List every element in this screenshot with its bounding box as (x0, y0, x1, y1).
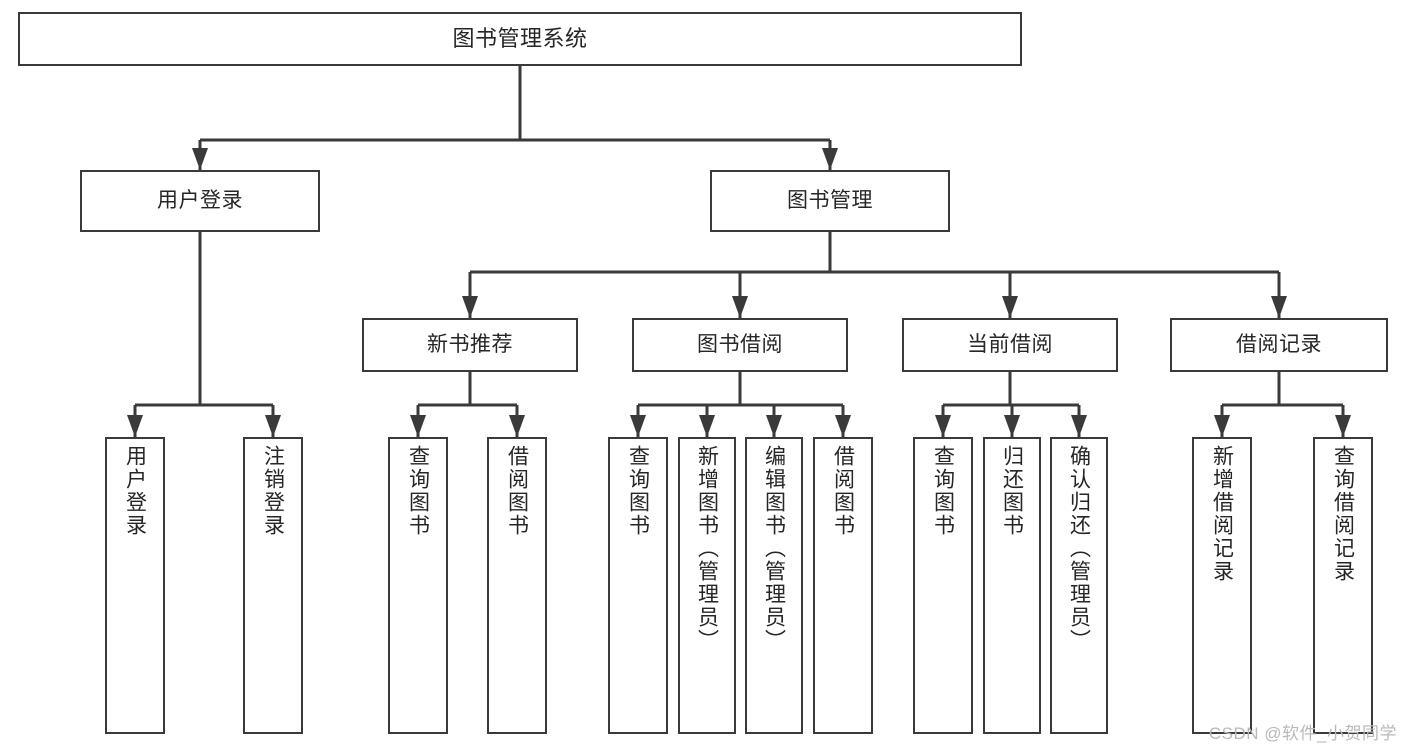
node-c-return[interactable]: 归还图书 (983, 437, 1041, 734)
node-label: 查询图书 (626, 445, 650, 537)
node-l-login[interactable]: 用户登录 (105, 437, 165, 734)
node-label: 用户登录 (123, 445, 147, 537)
node-newbook[interactable]: 新书推荐 (362, 318, 578, 372)
watermark-text: CSDN @软件_小贺同学 (1208, 724, 1397, 743)
node-b-edit[interactable]: 编辑图书（管理员） (745, 437, 803, 734)
node-label: 借阅图书 (505, 445, 529, 537)
node-l-logout[interactable]: 注销登录 (243, 437, 303, 734)
node-label: 查询图书 (931, 445, 955, 537)
node-label: 图书借阅 (697, 332, 783, 356)
node-current[interactable]: 当前借阅 (902, 318, 1118, 372)
node-r-add[interactable]: 新增借阅记录 (1192, 437, 1252, 734)
node-b-query[interactable]: 查询图书 (608, 437, 668, 734)
node-label: 新书推荐 (427, 332, 513, 356)
node-root[interactable]: 图书管理系统 (18, 12, 1022, 66)
node-label: 当前借阅 (967, 332, 1053, 356)
node-label: 注销登录 (261, 445, 285, 537)
node-bookmgmt[interactable]: 图书管理 (710, 170, 950, 232)
node-label: 新增借阅记录 (1210, 445, 1234, 583)
node-label: 确认归还（管理员） (1067, 445, 1091, 652)
node-label: 查询图书 (406, 445, 430, 537)
node-label: 借阅记录 (1236, 332, 1322, 356)
node-label: 编辑图书（管理员） (762, 445, 786, 652)
node-records[interactable]: 借阅记录 (1170, 318, 1388, 372)
node-b-add[interactable]: 新增图书（管理员） (678, 437, 736, 734)
node-label: 归还图书 (1000, 445, 1024, 537)
node-label: 新增图书（管理员） (695, 445, 719, 652)
node-label: 借阅图书 (831, 445, 855, 537)
node-b-lend[interactable]: 借阅图书 (813, 437, 873, 734)
node-c-confirm[interactable]: 确认归还（管理员） (1050, 437, 1108, 734)
node-borrow[interactable]: 图书借阅 (632, 318, 848, 372)
node-label: 查询借阅记录 (1331, 445, 1355, 583)
node-label: 图书管理 (787, 188, 873, 212)
node-c-query[interactable]: 查询图书 (913, 437, 973, 734)
node-n-borrow[interactable]: 借阅图书 (487, 437, 547, 734)
node-n-query[interactable]: 查询图书 (388, 437, 448, 734)
node-label: 图书管理系统 (452, 26, 588, 52)
node-login[interactable]: 用户登录 (80, 170, 320, 232)
node-r-query[interactable]: 查询借阅记录 (1313, 437, 1373, 734)
node-label: 用户登录 (157, 188, 243, 212)
